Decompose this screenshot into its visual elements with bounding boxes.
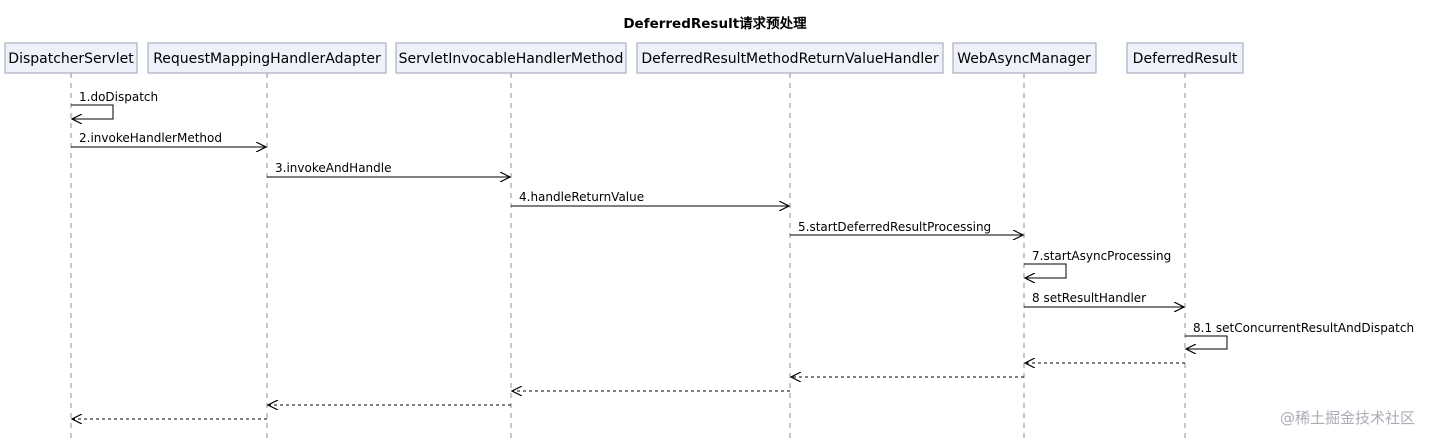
message-2-invoke-handler-method: 2.invokeHandlerMethod [71, 131, 266, 147]
participant-deferred-result: DeferredResult [1126, 42, 1244, 440]
participant-box [952, 42, 1097, 74]
participant-deferred-result-method-return-value-handler: DeferredResultMethodReturnValueHandler [636, 42, 944, 440]
participant-box [395, 42, 627, 74]
message-label: 7.startAsyncProcessing [1032, 249, 1171, 263]
message-label: 8 setResultHandler [1032, 291, 1146, 305]
participant-web-async-manager: WebAsyncManager [952, 42, 1097, 440]
participant-request-mapping-handler-adapter: RequestMappingHandlerAdapter [147, 42, 387, 440]
participant-label: ServletInvocableHandlerMethod [399, 51, 624, 67]
participant-box [147, 42, 387, 74]
participant-label: DeferredResultMethodReturnValueHandler [641, 51, 938, 67]
message-label: 2.invokeHandlerMethod [79, 131, 222, 145]
participant-dispatcher-servlet: DispatcherServlet [4, 42, 138, 440]
message-8-1-set-concurrent-result-and-dispatch: 8.1 setConcurrentResultAndDispatch [1185, 321, 1414, 349]
self-call-arrow [71, 104, 114, 119]
diagram-title: DeferredResult请求预处理 [623, 15, 807, 32]
message-label: 3.invokeAndHandle [275, 161, 391, 175]
message-1-do-dispatch: 1.doDispatch [71, 90, 158, 119]
message-label: 8.1 setConcurrentResultAndDispatch [1193, 321, 1414, 335]
participant-label: WebAsyncManager [957, 51, 1091, 67]
participant-label: RequestMappingHandlerAdapter [153, 51, 381, 67]
participant-box [1126, 42, 1244, 74]
participant-box [636, 42, 944, 74]
watermark: @稀土掘金技术社区 [1280, 409, 1415, 427]
message-3-invoke-and-handle: 3.invokeAndHandle [267, 161, 510, 177]
message-4-handle-return-value: 4.handleReturnValue [511, 190, 789, 206]
participant-label: DeferredResult [1133, 51, 1238, 67]
message-label: 4.handleReturnValue [519, 190, 644, 204]
self-call-arrow [1024, 263, 1067, 278]
message-5-start-deferred-result-processing: 5.startDeferredResultProcessing [790, 220, 1023, 235]
message-8-set-result-handler: 8 setResultHandler [1024, 291, 1184, 307]
participant-label: DispatcherServlet [8, 51, 134, 67]
participant-servlet-invocable-handler-method: ServletInvocableHandlerMethod [395, 42, 627, 440]
message-label: 1.doDispatch [79, 90, 158, 104]
message-label: 5.startDeferredResultProcessing [798, 220, 991, 234]
participant-box [4, 42, 138, 74]
message-7-start-async-processing: 7.startAsyncProcessing [1024, 249, 1171, 278]
self-call-arrow [1185, 335, 1228, 349]
